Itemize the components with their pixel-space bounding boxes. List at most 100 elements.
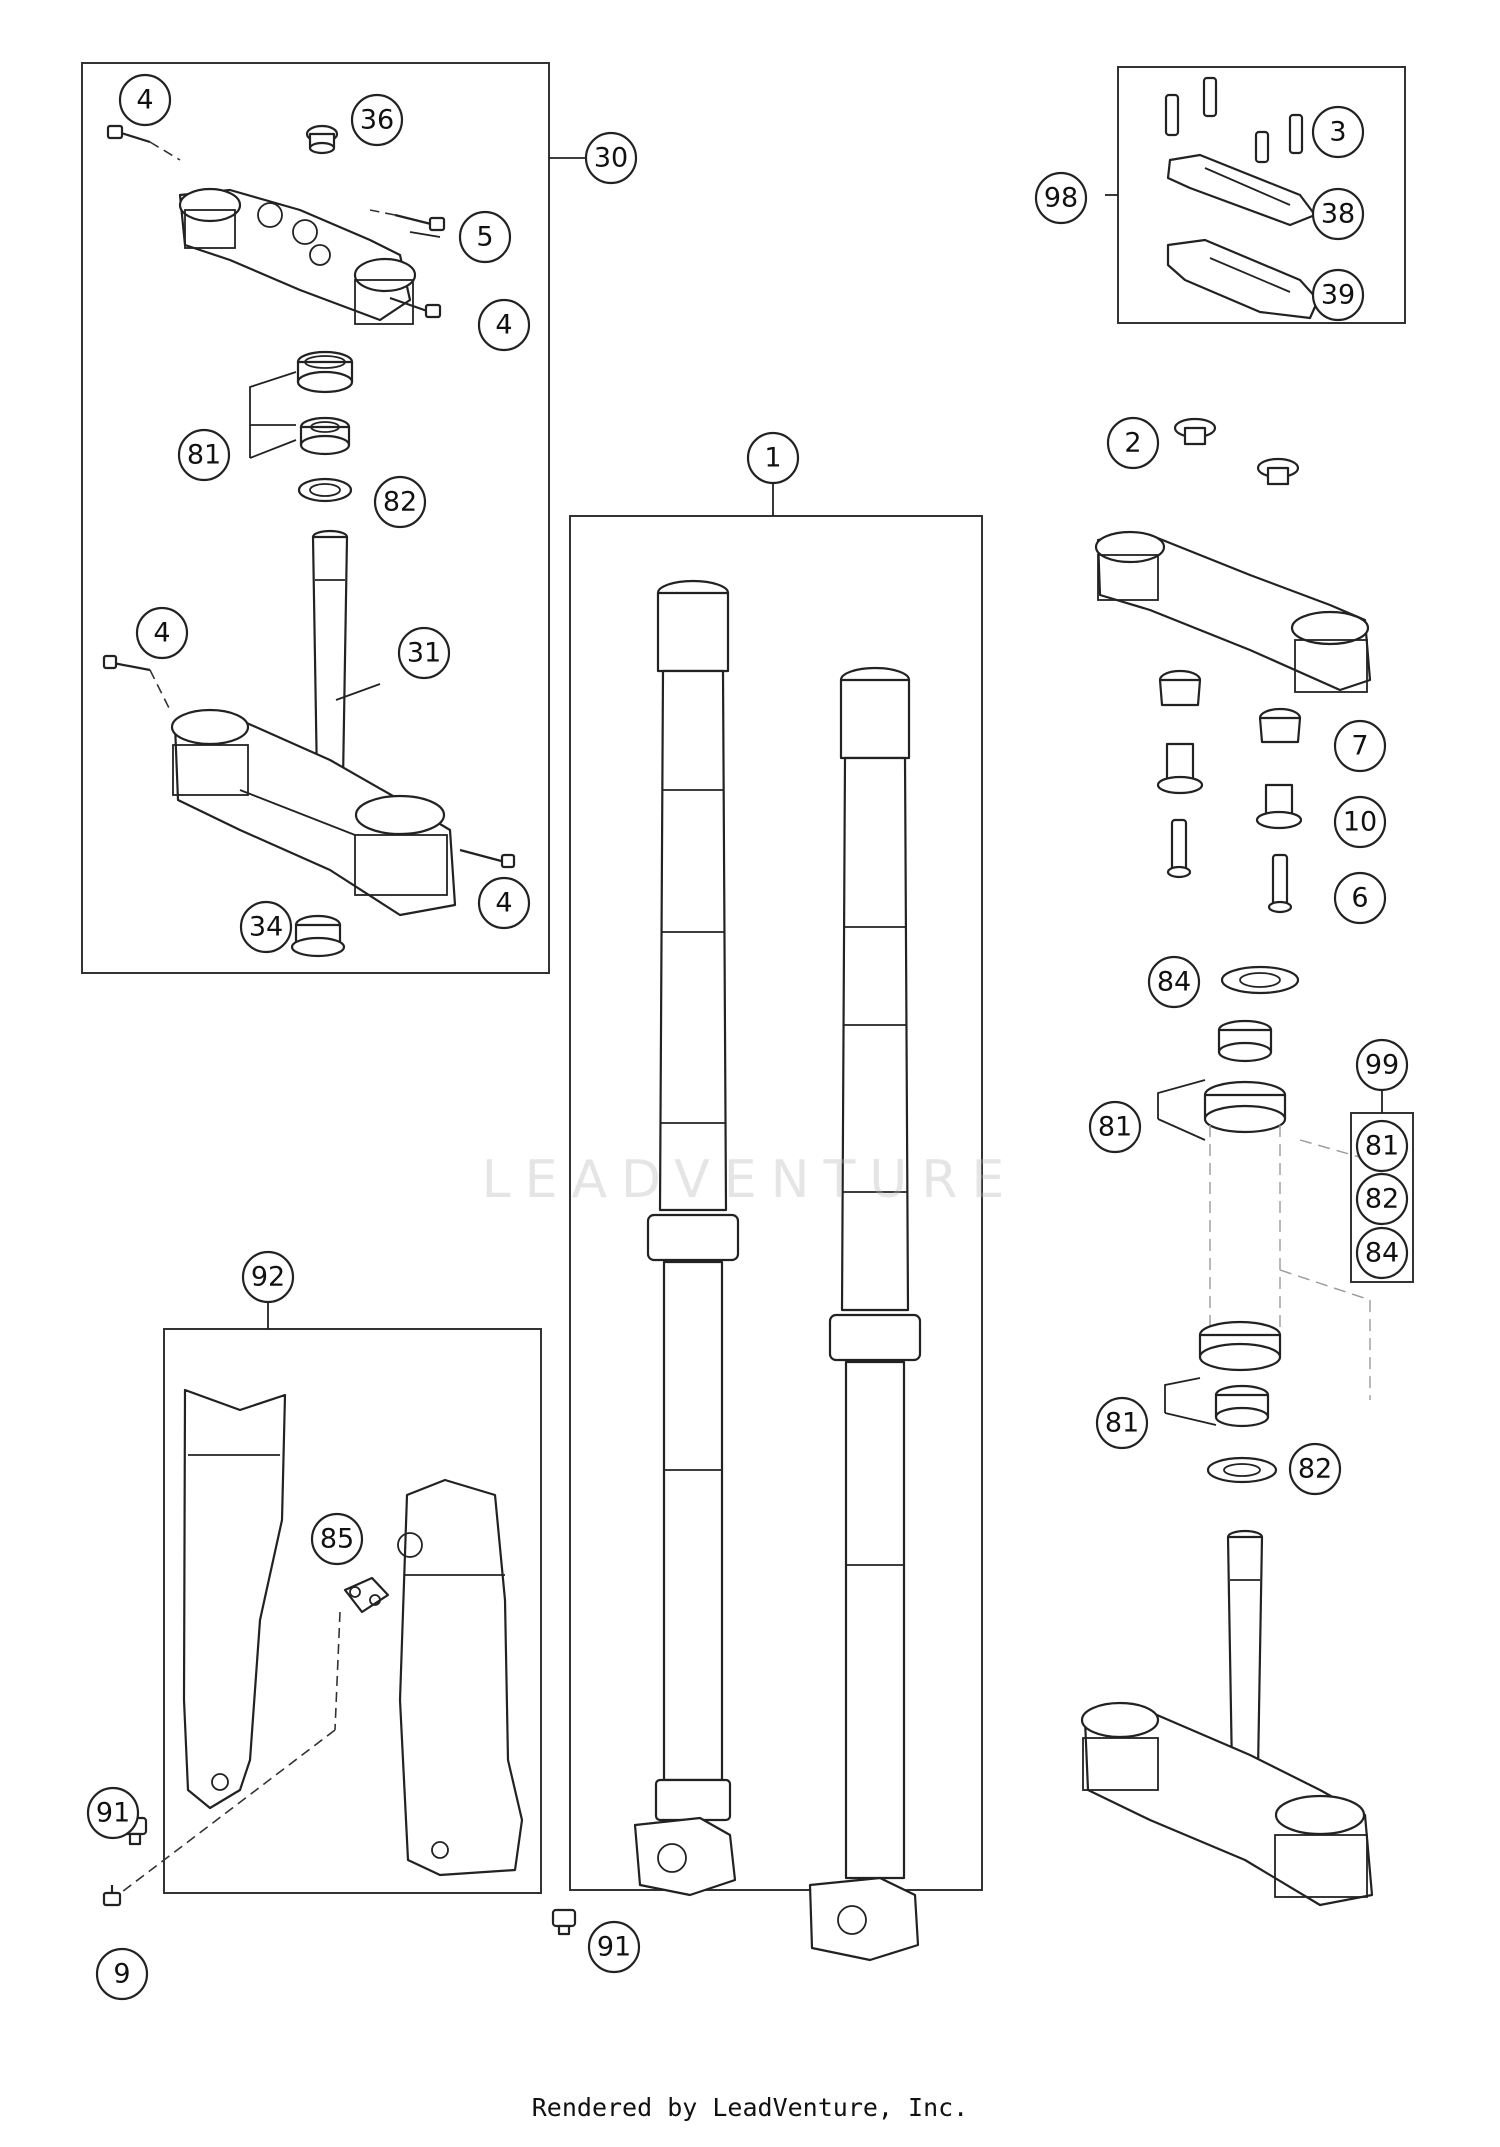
fork-protector-frame [163,1328,542,1894]
nut-36 [305,124,339,155]
svg-text:4: 4 [495,888,512,919]
callout-38: 38 [1311,187,1365,241]
svg-text:31: 31 [407,638,441,669]
svg-text:9: 9 [113,1959,130,1990]
svg-text:30: 30 [594,143,628,174]
callout-91-left: 91 [86,1786,140,1840]
svg-text:3: 3 [1329,117,1346,148]
fork-assembly-frame [569,515,983,1891]
callout-4-mid-left: 4 [135,606,189,660]
seal-84 [1220,965,1300,995]
triple-clamp-assembly-frame [81,62,550,974]
steering-stem-right [1226,1529,1264,1772]
bearing-race-81-right [1203,1080,1287,1134]
svg-text:82: 82 [1298,1454,1332,1485]
callout-31: 31 [397,626,451,680]
fork-protector-right [397,1478,524,1877]
footer-credit: Rendered by LeadVenture, Inc. [531,2093,969,2122]
svg-text:92: 92 [251,1262,285,1293]
svg-text:82: 82 [383,487,417,518]
callout-4-top-left: 4 [118,73,172,127]
upper-triple-clamp-right [1094,530,1372,693]
svg-text:4: 4 [136,85,153,116]
leader-lines [249,157,1383,1426]
callout-1: 1 [746,431,800,485]
frame-headtube-ghost [1209,1125,1371,1400]
callout-36: 36 [350,93,404,147]
bearing-race-upper [296,350,354,394]
callout-4-lower-right: 4 [477,876,531,930]
bolt-6 [1166,818,1293,914]
callout-9: 9 [95,1947,149,2001]
callout-99-81: 81 [1355,1119,1409,1173]
callout-85: 85 [310,1512,364,1566]
callout-82-left: 82 [373,475,427,529]
svg-text:98: 98 [1044,183,1078,214]
svg-text:6: 6 [1351,883,1368,914]
guide-clip-85 [343,1576,390,1614]
svg-text:81: 81 [187,440,221,471]
screw-9 [102,1885,122,1907]
handlebar-clamp-lower-39 [1166,238,1320,320]
callout-7: 7 [1333,719,1387,773]
bolt-upper-5 [394,213,446,232]
callout-84: 84 [1147,955,1201,1009]
callout-30: 30 [584,131,638,185]
svg-text:84: 84 [1365,1238,1399,1269]
clamp-bolts [1164,76,1304,164]
svg-text:99: 99 [1365,1050,1399,1081]
svg-text:4: 4 [495,310,512,341]
fork-leg-right [808,666,922,1962]
handlebar-clamp-upper-38 [1166,153,1317,227]
callout-99-82: 82 [1355,1172,1409,1226]
bearing-race-81-lower-right [1198,1320,1282,1372]
bushing-10 [1156,742,1303,830]
callout-98: 98 [1034,171,1088,225]
svg-text:7: 7 [1351,731,1368,762]
svg-text:91: 91 [96,1798,130,1829]
lower-triple-clamp [170,708,457,917]
callout-2: 2 [1106,416,1160,470]
callout-5: 5 [458,210,512,264]
callout-81-right-upper: 81 [1088,1100,1142,1154]
callout-34: 34 [239,900,293,954]
callout-39: 39 [1311,268,1365,322]
bearing-upper [299,416,351,456]
callout-4-top-right: 4 [477,298,531,352]
callout-6: 6 [1333,871,1387,925]
callout-99: 99 [1355,1038,1409,1092]
svg-text:4: 4 [153,618,170,649]
svg-text:81: 81 [1365,1131,1399,1162]
upper-triple-clamp [178,187,417,325]
svg-text:39: 39 [1321,280,1355,311]
bolt-lower-left [102,654,151,672]
lower-triple-clamp-right [1080,1701,1374,1907]
fork-leg-left [633,579,740,1897]
svg-text:38: 38 [1321,199,1355,230]
callout-91-right: 91 [587,1920,641,1974]
callout-99-84: 84 [1355,1226,1409,1280]
fork-protector-left [182,1388,287,1810]
svg-text:91: 91 [597,1932,631,1963]
svg-text:2: 2 [1124,428,1141,459]
bolt-upper-right [389,296,442,319]
seal-ring-82 [297,477,353,503]
callout-10: 10 [1333,795,1387,849]
rubber-bushings-2 [1173,417,1300,486]
bearing-81-upper-right [1217,1019,1273,1063]
callout-81-left: 81 [177,428,231,482]
seal-ring-82-right [1206,1456,1278,1484]
callout-82-right: 82 [1288,1442,1342,1496]
svg-text:1: 1 [764,443,781,474]
bushing-7 [1158,669,1302,744]
callout-92: 92 [241,1250,295,1304]
screw-91-right [551,1908,577,1936]
svg-text:85: 85 [320,1524,354,1555]
svg-text:34: 34 [249,912,283,943]
bearing-81-lower-right [1214,1384,1270,1428]
svg-text:84: 84 [1157,967,1191,998]
bolt-upper-left [106,124,151,144]
svg-text:81: 81 [1105,1408,1139,1439]
callout-81-right-lower: 81 [1095,1396,1149,1450]
